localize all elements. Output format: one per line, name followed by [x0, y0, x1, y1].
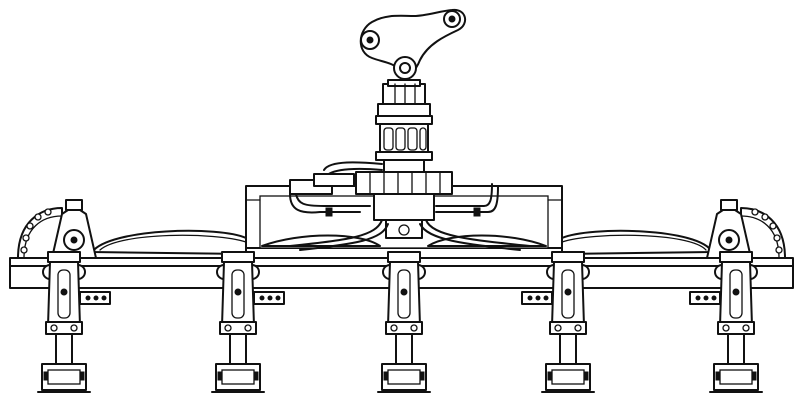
lifting-eye-plate: [359, 8, 467, 80]
support-legs: [37, 251, 763, 393]
leg-1: [37, 251, 111, 393]
leg-3: [377, 251, 431, 393]
hose-assembly: [289, 161, 531, 251]
rotator-unit: [375, 79, 433, 173]
end-reel-left: [17, 199, 97, 259]
end-reel-right: [706, 199, 786, 259]
leg-4: [521, 251, 595, 393]
leg-5: [689, 251, 763, 393]
leg-2: [211, 251, 285, 393]
